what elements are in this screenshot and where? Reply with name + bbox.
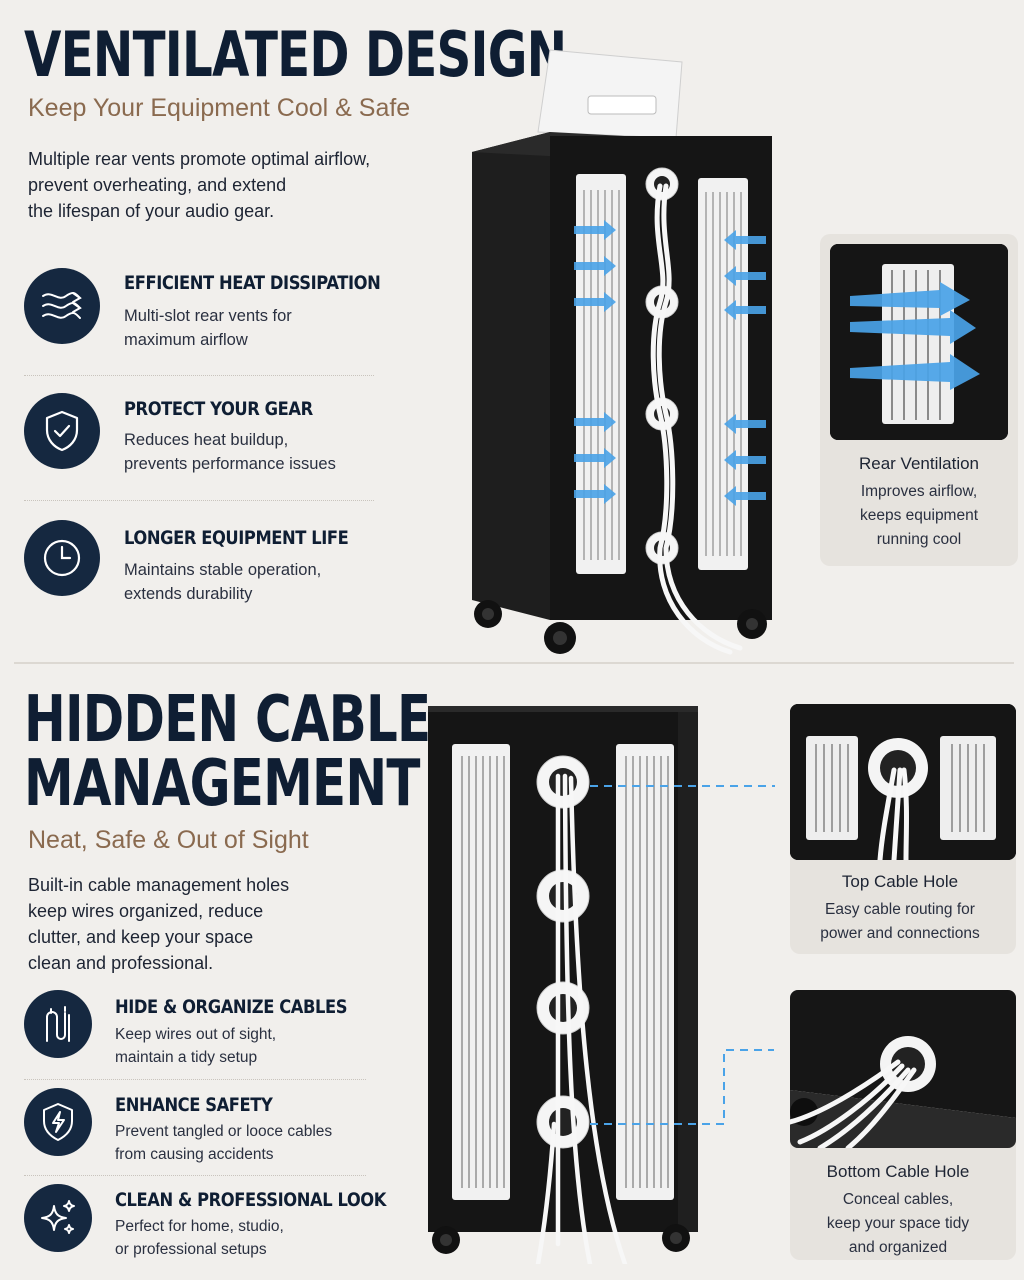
divider [24, 375, 374, 376]
section1-subtitle: Keep Your Equipment Cool & Safe [28, 94, 411, 122]
clock-icon [24, 520, 100, 596]
connector-lines [590, 785, 775, 1125]
cables-icon [24, 990, 92, 1058]
card-desc: Improves airflow, keeps equipment runnin… [859, 483, 979, 548]
feature-title: ENHANCE SAFETY [115, 1094, 273, 1116]
feature-title: CLEAN & PROFESSIONAL LOOK [115, 1189, 387, 1211]
bottom-cable-hole-image [790, 990, 1016, 1148]
section1-title: VENTILATED DESIGN [24, 18, 567, 91]
feature-desc: Multi-slot rear vents for maximum airflo… [124, 307, 292, 349]
feature-title: EFFICIENT HEAT DISSIPATION [124, 272, 381, 294]
section2-subtitle: Neat, Safe & Out of Sight [28, 826, 309, 854]
card-title: Top Cable Hole [841, 872, 959, 891]
shield-check-icon [24, 393, 100, 469]
section1-body: Multiple rear vents promote optimal airf… [28, 149, 371, 221]
rear-ventilation-card: Rear Ventilation Improves airflow, keeps… [820, 234, 1018, 566]
feature-desc: Keep wires out of sight, maintain a tidy… [115, 1026, 277, 1066]
shield-bolt-icon [24, 1088, 92, 1156]
card-title: Bottom Cable Hole [826, 1162, 970, 1181]
feature-title: PROTECT YOUR GEAR [124, 398, 313, 420]
feature-desc: Maintains stable operation, extends dura… [124, 561, 322, 603]
divider [24, 500, 374, 501]
card-title: Rear Ventilation [858, 454, 980, 473]
feature-desc: Perfect for home, studio, or professiona… [115, 1218, 284, 1258]
section2-title: HIDDEN CABLE MANAGEMENT [24, 683, 431, 821]
divider [24, 1079, 366, 1080]
cabinet-rear-image [472, 49, 772, 655]
feature-title: HIDE & ORGANIZE CABLES [115, 996, 348, 1018]
divider [24, 1175, 366, 1176]
feature-desc: Reduces heat buildup, prevents performan… [124, 431, 336, 473]
cabinet-front-image [428, 706, 698, 1264]
card-desc: Conceal cables, keep your space tidy and… [826, 1191, 970, 1256]
top-cable-hole-card: Top Cable Hole Easy cable routing for po… [790, 704, 1016, 954]
sparkle-icon [24, 1184, 92, 1252]
bottom-cable-hole-card: Bottom Cable Hole Conceal cables, keep y… [790, 990, 1016, 1260]
rear-vent-closeup-image [830, 244, 1008, 440]
airflow-icon [24, 268, 100, 344]
card-desc: Easy cable routing for power and connect… [820, 901, 980, 942]
top-cable-hole-image [790, 704, 1016, 860]
feature-title: LONGER EQUIPMENT LIFE [124, 527, 349, 549]
feature-desc: Prevent tangled or looce cables from cau… [115, 1123, 333, 1163]
section2-body: Built-in cable management holes keep wir… [28, 875, 290, 973]
section-divider [14, 662, 1014, 664]
